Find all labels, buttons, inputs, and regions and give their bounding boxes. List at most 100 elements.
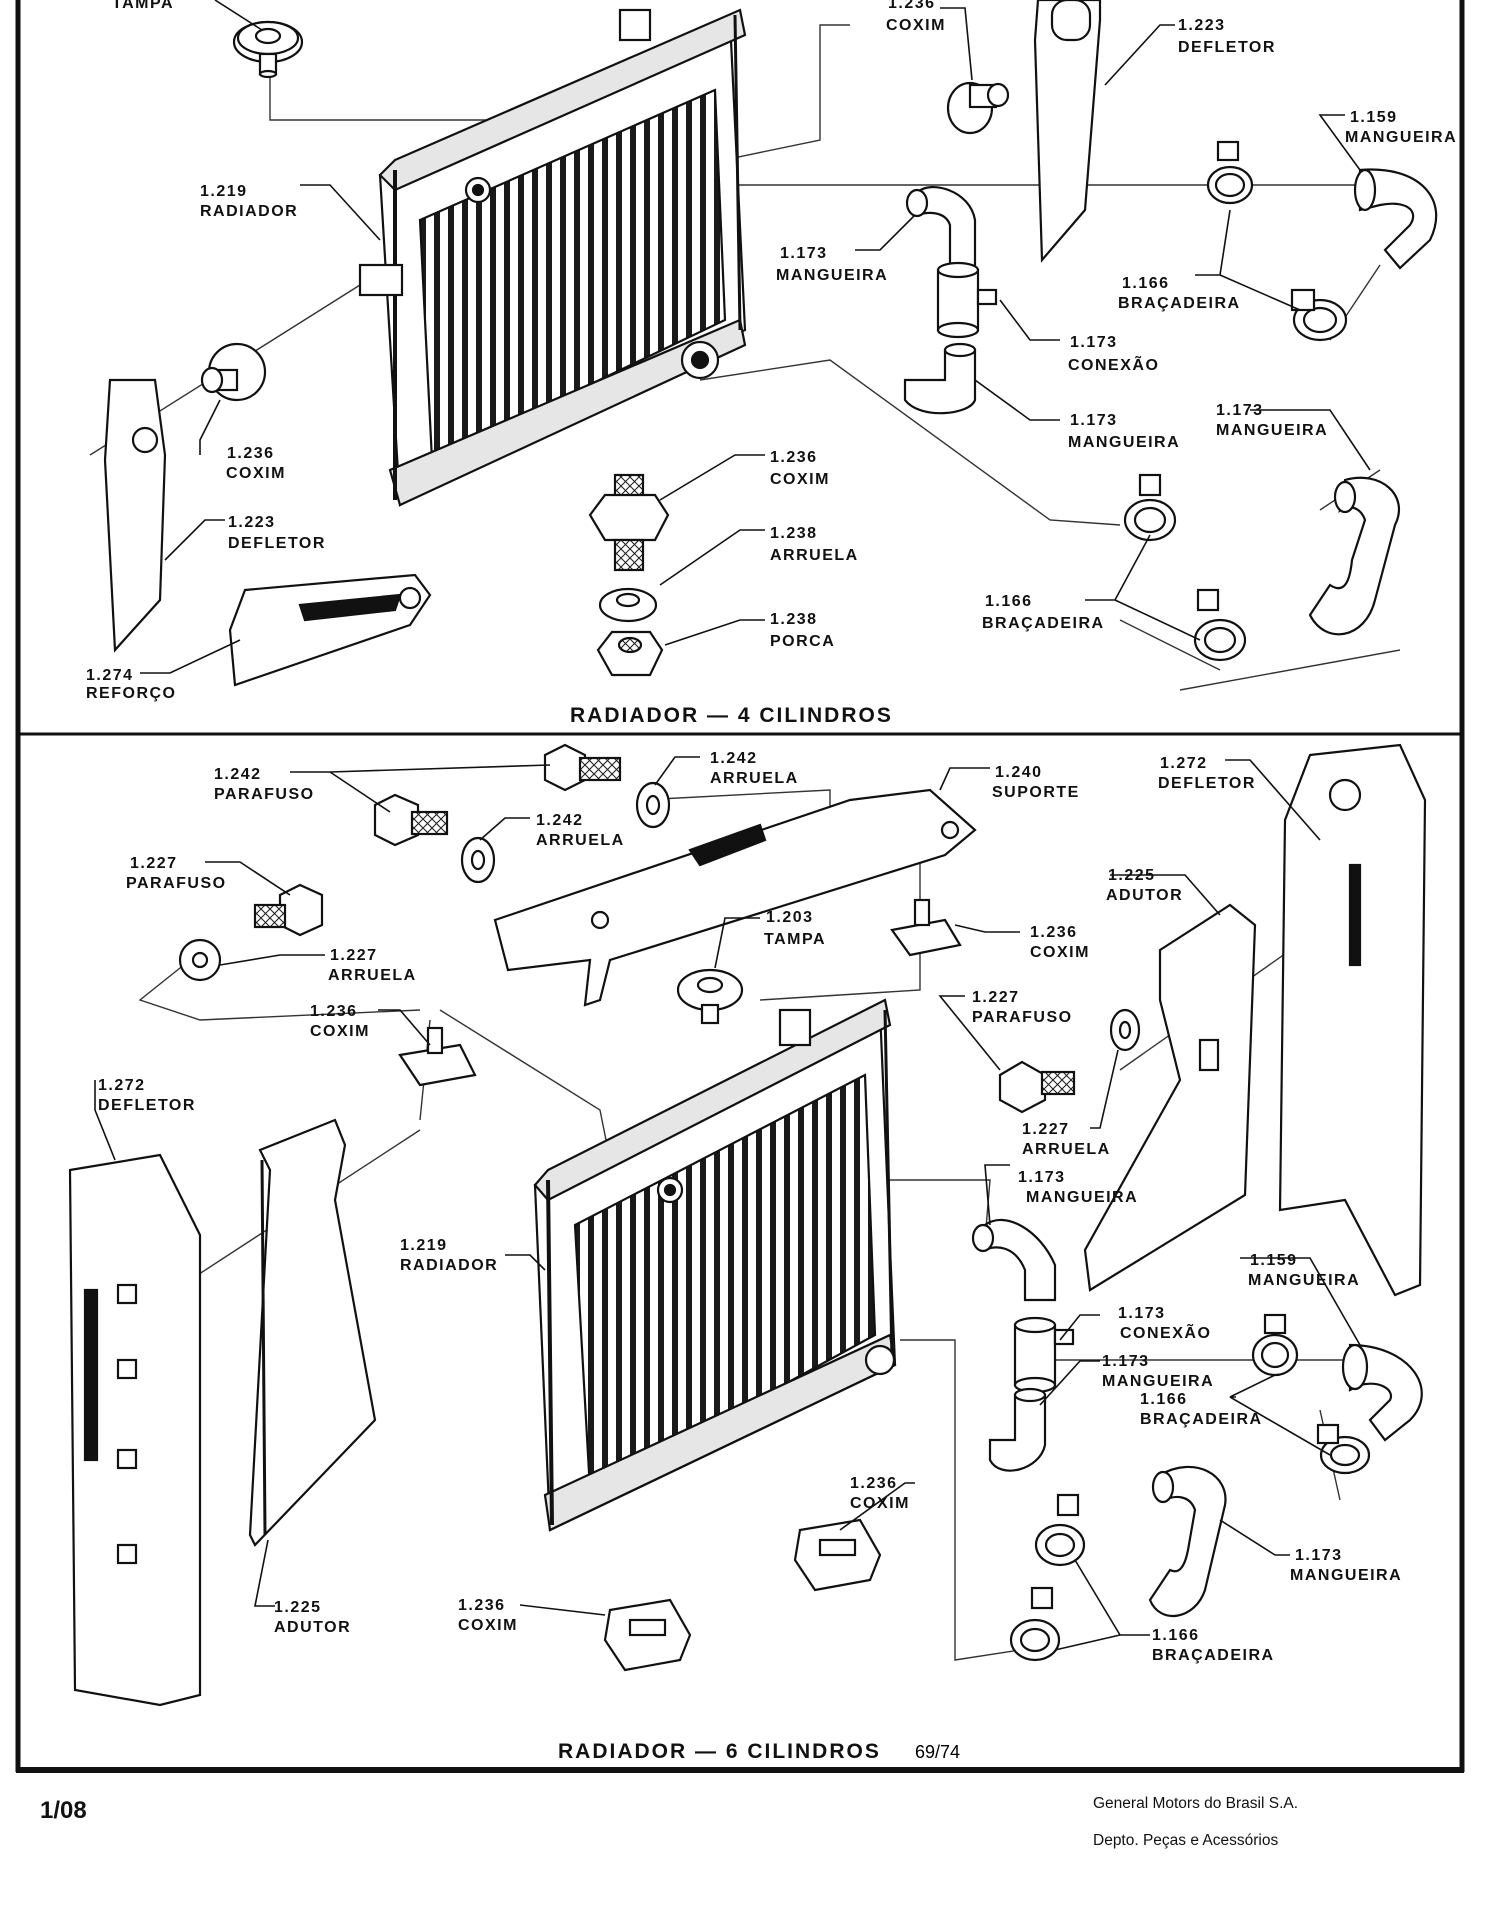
callout-label: MANGUEIRA xyxy=(1345,129,1457,146)
callout-label: TAMPA xyxy=(764,931,826,948)
callout-label: ARRUELA xyxy=(536,832,625,849)
callout-label: COXIM xyxy=(850,1495,910,1512)
callout-code: 1.166 xyxy=(1152,1627,1200,1644)
pipe-connector-icon xyxy=(936,261,998,339)
diagram-6-cylinders xyxy=(68,743,1427,1707)
callout-label: ARRUELA xyxy=(710,770,799,787)
hose-clamp-icon xyxy=(1290,288,1348,342)
radiator-cap-icon xyxy=(676,968,744,1025)
panel-title-4cyl: RADIADOR — 4 CILINDROS xyxy=(570,704,893,727)
callout-code: 1.173 xyxy=(1070,412,1118,429)
washer-icon xyxy=(1109,1008,1141,1052)
callout-label: BRAÇADEIRA xyxy=(1140,1411,1263,1428)
washer-icon xyxy=(635,781,671,829)
bolt-icon xyxy=(253,883,324,937)
callout-code: 1.227 xyxy=(330,947,378,964)
hose-clamp-icon xyxy=(1034,1493,1086,1567)
callout-code: 1.274 xyxy=(86,667,134,684)
callout-code: 1.173 xyxy=(1070,334,1118,351)
callout-code: 1.236 xyxy=(227,445,275,462)
callout-label: BRAÇADEIRA xyxy=(1152,1647,1275,1664)
callout-label: ADUTOR xyxy=(1106,887,1183,904)
callout-label: MANGUEIRA xyxy=(776,267,888,284)
hose-large-elbow-icon xyxy=(1148,1465,1227,1618)
callout-label: MANGUEIRA xyxy=(1248,1272,1360,1289)
callout-code: 1.227 xyxy=(1022,1121,1070,1138)
page-frame xyxy=(15,0,1465,1773)
page-number: 1/08 xyxy=(40,1797,87,1824)
hose-1159-icon xyxy=(1341,1343,1423,1442)
rubber-mount-block-icon xyxy=(603,1598,692,1672)
callout-code: 1.236 xyxy=(770,449,818,466)
hose-clamp-icon xyxy=(1123,473,1177,542)
rubber-mount-top-icon xyxy=(946,81,1010,135)
hose-clamp-icon xyxy=(1316,1423,1371,1475)
callout-labels-6cyl: 1.242 PARAFUSO 1.242 ARRUELA 1.240 SUPOR… xyxy=(98,750,1402,1763)
callout-code: 1.236 xyxy=(310,1003,358,1020)
callout-label: PARAFUSO xyxy=(214,786,315,803)
callout-label: COXIM xyxy=(1030,944,1090,961)
callout-label: MANGUEIRA xyxy=(1290,1567,1402,1584)
callout-label: COXIM xyxy=(770,471,830,488)
callout-code: 1.236 xyxy=(458,1597,506,1614)
callout-code: 1.166 xyxy=(1122,275,1170,292)
bolt-icon xyxy=(373,793,449,847)
radiator-cap-icon xyxy=(232,20,304,79)
callout-label: ADUTOR xyxy=(274,1619,351,1636)
callout-leaders-4cyl xyxy=(140,0,1371,674)
callout-code: 1.225 xyxy=(1108,867,1156,884)
callout-code: 1.236 xyxy=(1030,924,1078,941)
hose-short-icon xyxy=(903,342,977,415)
callout-label: DEFLETOR xyxy=(98,1097,196,1114)
callout-label: RADIADOR xyxy=(400,1257,498,1274)
rubber-mount-left-icon xyxy=(200,342,267,402)
hose-elbow-icon xyxy=(971,1219,1057,1302)
callout-label: PORCA xyxy=(770,633,835,650)
bolt-icon xyxy=(543,743,622,792)
panel-title-suffix: 69/74 xyxy=(915,1742,960,1762)
callout-code: 1.159 xyxy=(1350,109,1398,126)
callout-code: 1.236 xyxy=(888,0,936,12)
callout-code: 1.173 xyxy=(1216,402,1264,419)
radiator-6-cylinders xyxy=(533,998,897,1532)
callout-code: 1.173 xyxy=(1295,1547,1343,1564)
support-bracket-icon xyxy=(493,788,977,1007)
callout-label: REFORÇO xyxy=(86,685,177,702)
callout-code: 1.166 xyxy=(985,593,1033,610)
callout-code: 1.219 xyxy=(200,183,248,200)
callout-label: DEFLETOR xyxy=(1178,39,1276,56)
callout-leaders-6cyl xyxy=(94,756,1361,1651)
callout-label: MANGUEIRA xyxy=(1068,434,1180,451)
callout-code: 1.173 xyxy=(1102,1353,1150,1370)
rubber-mount-bracket-icon xyxy=(398,1026,477,1087)
callout-code: 1.240 xyxy=(995,764,1043,781)
callout-code: 1.203 xyxy=(766,909,814,926)
callout-code: 1.223 xyxy=(228,514,276,531)
callout-label: ARRUELA xyxy=(1022,1141,1111,1158)
deflector-left-icon xyxy=(103,378,167,653)
threaded-stud-mount-icon xyxy=(588,473,670,572)
footer-company: General Motors do Brasil S.A. xyxy=(1093,1795,1299,1812)
callout-code: 1.223 xyxy=(1178,17,1226,34)
rubber-mount-block-icon xyxy=(793,1518,882,1592)
callout-code: 1.173 xyxy=(1118,1305,1166,1322)
callout-code: 1.225 xyxy=(274,1599,322,1616)
hose-clamp-icon xyxy=(1009,1586,1061,1662)
deflector-right-icon xyxy=(1278,743,1427,1297)
callout-code: 1.173 xyxy=(780,245,828,262)
duct-adaptor-right-icon xyxy=(1083,903,1257,1292)
callout-code: 1.227 xyxy=(130,855,178,872)
washer-icon xyxy=(598,587,658,623)
bolt-icon xyxy=(998,1060,1076,1114)
callout-label: BRAÇADEIRA xyxy=(1118,295,1241,312)
callout-labels-4cyl: TAMPA 1.236 COXIM 1.223 DEFLETOR 1.159 M… xyxy=(86,0,1457,727)
callout-label: COXIM xyxy=(310,1023,370,1040)
callout-label: CONEXÃO xyxy=(1068,354,1159,374)
callout-label: PARAFUSO xyxy=(126,875,227,892)
callout-label: MANGUEIRA xyxy=(1026,1189,1138,1206)
callout-code: 1.236 xyxy=(850,1475,898,1492)
callout-label: PARAFUSO xyxy=(972,1009,1073,1026)
hose-1159-icon xyxy=(1353,168,1438,270)
hose-clamp-icon xyxy=(1251,1313,1299,1377)
